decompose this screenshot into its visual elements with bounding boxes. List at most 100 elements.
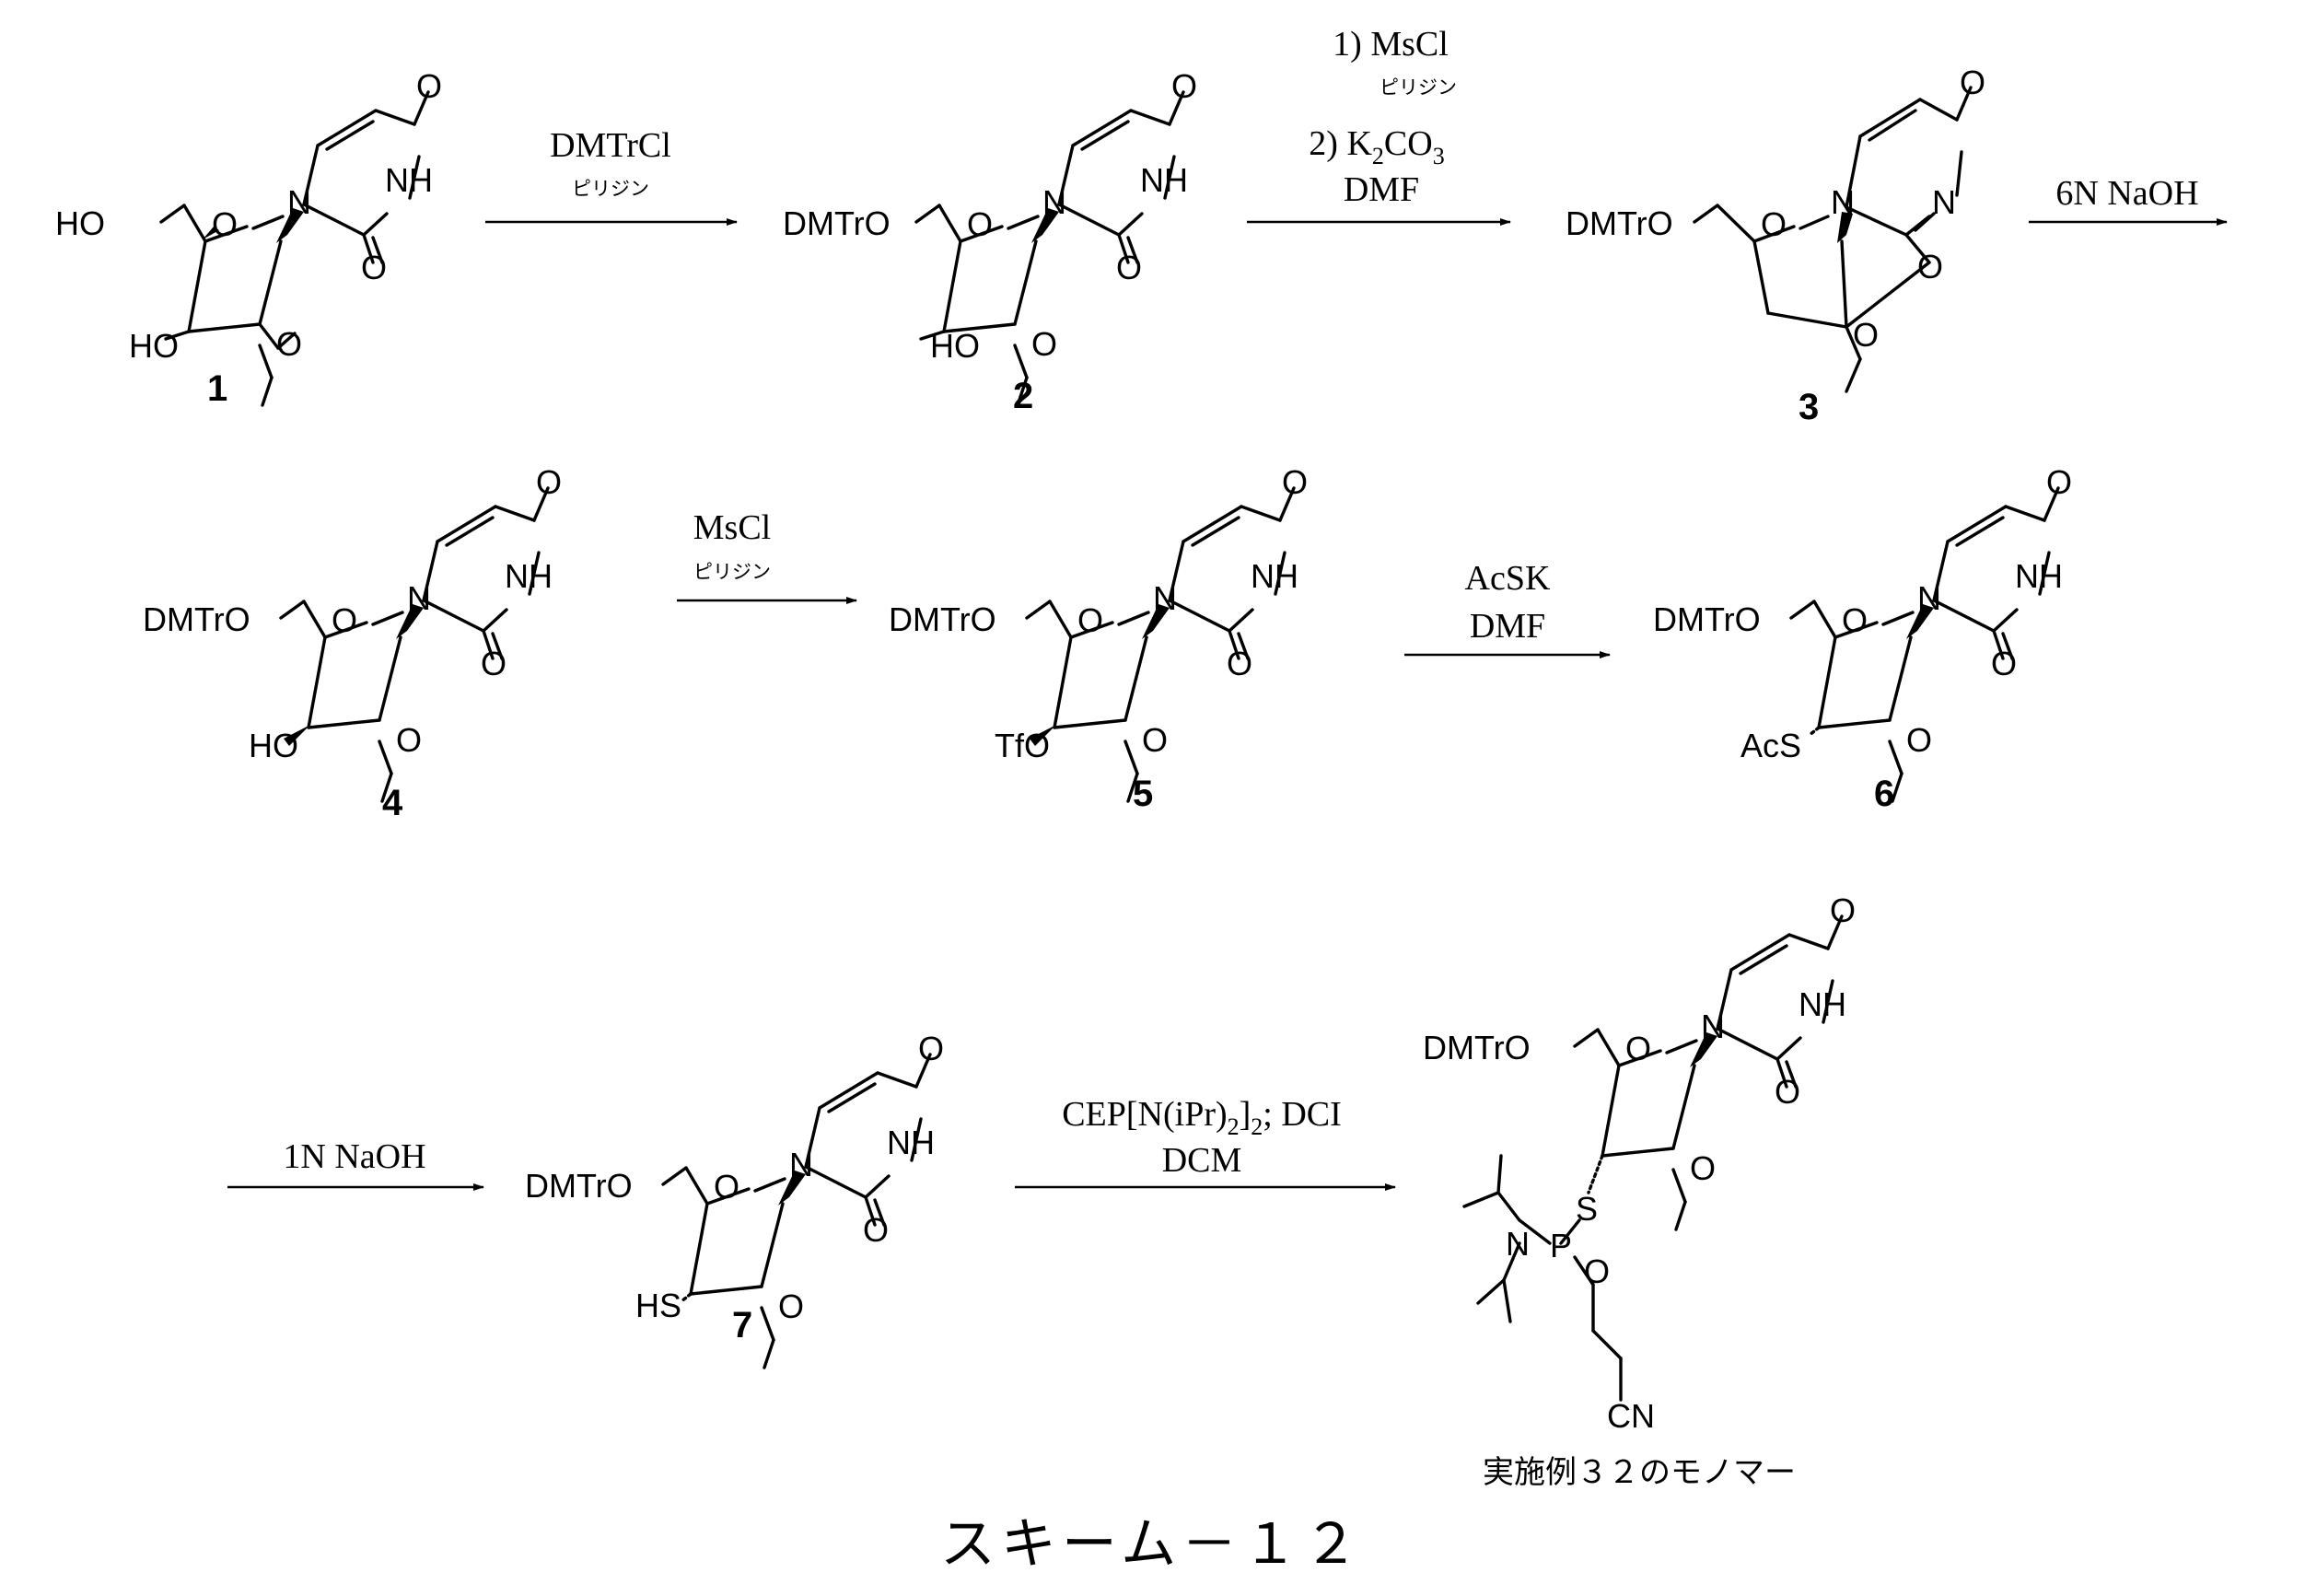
reagent-2-solvent: ピリジン (1380, 76, 1457, 99)
compound-2-label: 2 (1013, 376, 1033, 416)
reagent-5-solvent: DMF (1470, 607, 1545, 646)
compound-7-label: 7 (732, 1305, 752, 1346)
c3-N1: N (1831, 183, 1855, 221)
c3-2prime-O: O (1853, 316, 1879, 354)
compound-1: HO O N NH O O HO O 1 (55, 67, 442, 409)
c4-O2: O (481, 645, 506, 682)
c6-ring-O: O (1842, 601, 1868, 639)
c5-5prime-ODMTr: DMTrO (889, 600, 996, 638)
final-monomer-caption: 実施例３２のモノマー (1483, 1455, 1796, 1490)
c1-N1: N (287, 183, 311, 221)
final-O-cyanoethyl: O (1584, 1252, 1610, 1290)
compound-6: DMTrO O N NH O O AcS O 6 (1653, 463, 2072, 814)
reagent-4-solvent: ピリジン (693, 561, 771, 583)
c6-O4: O (2046, 463, 2072, 501)
reagents-7: CEP[N(iPr)2]2; DCI DCM (1062, 1095, 1342, 1180)
c2-3prime-OH: HO (930, 327, 980, 365)
reagents-2: 1) MsCl ピリジン 2) K2CO3 DMF (1309, 25, 1457, 209)
c7-2prime-O: O (778, 1287, 804, 1325)
final-2prime-O: O (1690, 1149, 1716, 1187)
c4-N1: N (407, 579, 431, 617)
reagent-7-main: CEP[N(iPr)2]2; DCI (1062, 1095, 1342, 1140)
c4-3prime-OH: HO (249, 727, 298, 764)
c5-O4: O (1282, 463, 1308, 501)
c1-O2: O (361, 249, 387, 286)
final-O4: O (1830, 891, 1856, 929)
c4-5prime-ODMTr: DMTrO (143, 600, 250, 638)
c7-3prime-SH: HS (635, 1287, 681, 1324)
c2-2prime-O: O (1031, 325, 1057, 363)
c5-3prime-OTf: TfO (995, 727, 1050, 764)
compound-4: DMTrO O N NH O O HO O 4 (143, 463, 562, 823)
reagents-6: 1N NaOH (283, 1137, 425, 1176)
c5-O2: O (1227, 645, 1252, 682)
c1-NH: NH (385, 161, 433, 199)
final-N-diisopropyl: N (1506, 1225, 1530, 1263)
c6-5prime-ODMTr: DMTrO (1653, 600, 1761, 638)
c6-N1: N (1917, 579, 1941, 617)
final-CN: CN (1607, 1397, 1655, 1435)
compound-4-label: 4 (382, 783, 403, 823)
compound-3-label: 3 (1799, 387, 1819, 427)
final-5prime-ODMTr: DMTrO (1423, 1029, 1531, 1066)
c6-NH: NH (2015, 557, 2063, 595)
c1-5prime-OH: HO (55, 204, 105, 242)
reagents-5: AcSK DMF (1465, 559, 1551, 646)
c2-5prime-ODMTr: DMTrO (783, 204, 891, 242)
final-O2: O (1775, 1073, 1800, 1111)
final-monomer: DMTrO O N NH O O O S P N O CN (1423, 891, 1856, 1435)
c1-3prime-OH: HO (129, 327, 179, 365)
c7-N1: N (789, 1146, 813, 1183)
final-ring-O: O (1625, 1030, 1651, 1067)
compound-1-label: 1 (207, 368, 227, 409)
compound-5-label: 5 (1133, 774, 1153, 814)
compound-5: DMTrO O N NH O O TfO O 5 (889, 463, 1308, 814)
reagent-1-main: DMTrCl (550, 126, 671, 165)
c5-NH: NH (1251, 557, 1298, 595)
compound-6-label: 6 (1874, 774, 1894, 814)
c2-N1: N (1042, 183, 1066, 221)
reaction-arrows (227, 222, 2227, 1187)
c4-NH: NH (505, 557, 553, 595)
c1-O4: O (416, 67, 442, 105)
reagent-4-main: MsCl (693, 508, 771, 547)
reagent-5-main: AcSK (1465, 559, 1551, 598)
c7-5prime-ODMTr: DMTrO (525, 1167, 633, 1205)
final-3prime-S: S (1576, 1190, 1598, 1228)
reagent-2-dmf: DMF (1344, 170, 1419, 209)
c6-3prime-SAc: AcS (1740, 727, 1801, 764)
c4-ring-O: O (332, 601, 357, 639)
c1-2prime-O: O (276, 325, 302, 363)
c4-O4: O (536, 463, 562, 501)
c3-5prime-ODMTr: DMTrO (1566, 204, 1673, 242)
reagent-3-main: 6N NaOH (2055, 174, 2198, 213)
reagent-2-step2: 2) K2CO3 (1309, 124, 1444, 169)
c1-ring-O: O (212, 205, 238, 243)
c7-O4: O (918, 1030, 944, 1067)
reagents-3: 6N NaOH (2055, 174, 2198, 213)
c7-O2: O (863, 1211, 889, 1249)
c4-2prime-O: O (396, 721, 422, 759)
c5-2prime-O: O (1142, 721, 1168, 759)
c2-NH: NH (1140, 161, 1188, 199)
compound-7: DMTrO O N NH O O HS O 7 (525, 1030, 944, 1368)
c7-ring-O: O (714, 1168, 739, 1206)
c2-ring-O: O (967, 205, 993, 243)
c7-NH: NH (887, 1124, 935, 1161)
final-N1: N (1701, 1008, 1725, 1045)
c6-O2: O (1991, 645, 2017, 682)
c5-N1: N (1153, 579, 1177, 617)
reagent-7-solvent: DCM (1162, 1141, 1242, 1180)
c5-ring-O: O (1077, 601, 1103, 639)
compound-2: DMTrO O N NH O O HO O 2 (783, 67, 1197, 416)
reagent-2-step1: 1) MsCl (1333, 25, 1449, 64)
c6-2prime-O: O (1906, 721, 1932, 759)
c3-N3: N (1932, 183, 1956, 221)
c2-O4: O (1171, 67, 1197, 105)
scheme-title: スキーム－１２ (940, 1514, 1364, 1575)
reagents-1: DMTrCl ピリジン (550, 126, 671, 200)
final-P: P (1550, 1227, 1572, 1264)
reagent-1-solvent: ピリジン (572, 178, 649, 200)
reagent-6-main: 1N NaOH (283, 1137, 425, 1176)
